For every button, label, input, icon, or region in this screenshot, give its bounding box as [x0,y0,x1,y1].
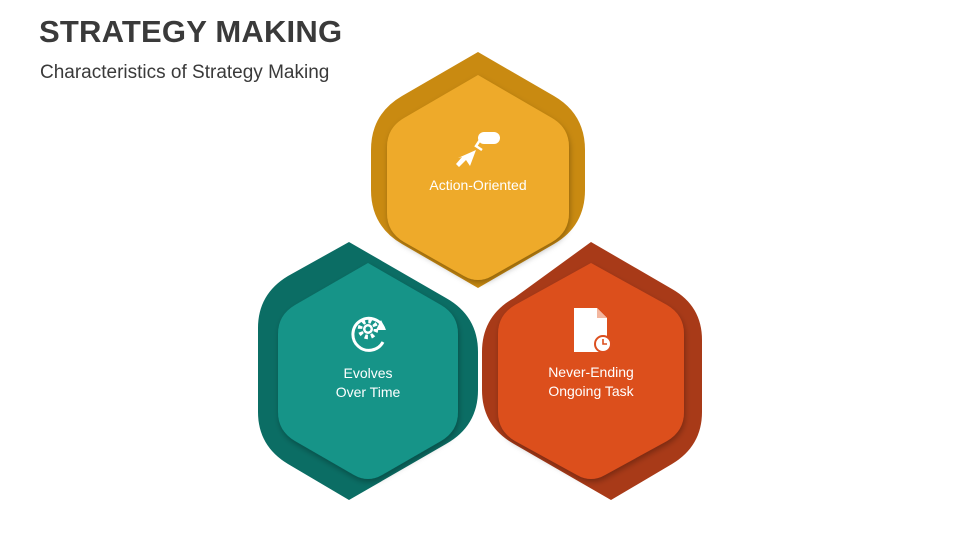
evolves-label-line2: Over Time [336,384,401,400]
page-subtitle: Characteristics of Strategy Making [40,62,330,83]
hexagon-evolves: Evolves Over Time [258,242,478,500]
evolves-label-line1: Evolves [343,365,392,381]
action-oriented-label: Action-Oriented [429,177,526,193]
hexagon-never-ending-inner [498,263,684,479]
paint-roller-cursor-icon [456,132,500,167]
hexagon-action-oriented: Action-Oriented [371,52,585,288]
hexagon-never-ending: Never-Ending Ongoing Task [482,242,702,500]
document-clock-icon [574,308,612,353]
page-title: STRATEGY MAKING [39,14,343,49]
gear-refresh-icon [351,316,386,352]
never-ending-label-line1: Never-Ending [548,364,634,380]
hexagon-action-oriented-inner [387,75,569,280]
hexagon-evolves-inner [278,263,458,479]
never-ending-label-line2: Ongoing Task [548,383,634,399]
